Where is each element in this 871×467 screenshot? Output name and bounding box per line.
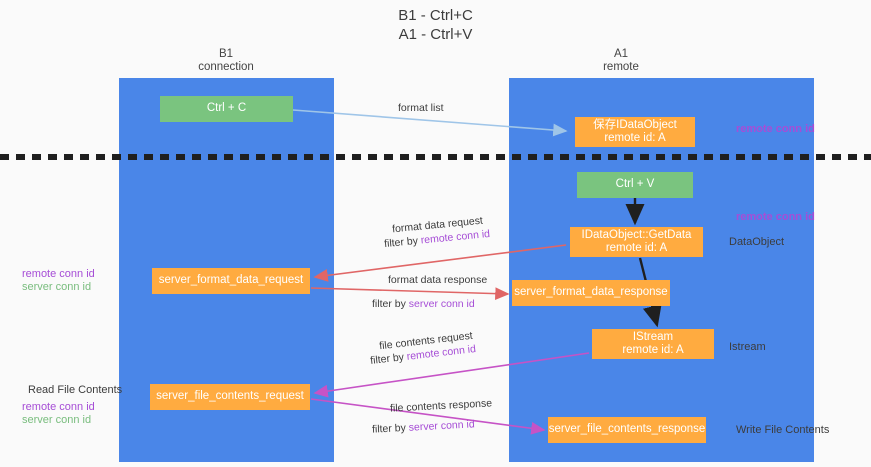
title-line-2: A1 - Ctrl+V	[398, 26, 473, 43]
connector-format-list	[292, 109, 568, 137]
filter-prefix: filter by	[372, 298, 409, 310]
connector-file-contents-response	[310, 398, 546, 435]
node-ctrl-c[interactable]: Ctrl + C	[160, 96, 293, 122]
node-save-idataobject-line1: 保存IDataObject	[593, 118, 677, 131]
annotation-dataobject: DataObject	[729, 236, 785, 248]
column-header-a1-name: A1	[613, 48, 629, 60]
node-server-file-contents-request-label: server_file_contents_request	[156, 390, 304, 403]
annotation-write-file-contents: Write File Contents	[736, 424, 830, 436]
node-server-file-contents-request[interactable]: server_file_contents_request	[150, 384, 310, 410]
filter-prefix: filter by	[383, 234, 422, 251]
diagram-title: B1 - Ctrl+C A1 - Ctrl+V	[0, 6, 871, 44]
title-line-1: B1 - Ctrl+C	[398, 7, 473, 24]
node-server-format-data-request[interactable]: server_format_data_request	[152, 268, 310, 294]
annotation-read-file-contents: Read File Contents	[28, 384, 123, 396]
connector-file-contents-request	[313, 352, 590, 398]
node-server-format-data-response-label: server_format_data_response	[514, 286, 668, 299]
node-idataobject-getdata-line2: remote id: A	[605, 242, 668, 254]
node-server-file-contents-response-label: server_file_contents_response	[548, 423, 706, 436]
node-ctrl-c-label: Ctrl + C	[206, 102, 247, 115]
node-server-format-data-response[interactable]: server_format_data_response	[512, 280, 670, 306]
edge-label-format-data-response: format data response	[388, 274, 488, 286]
node-istream-line1: IStream	[632, 330, 674, 343]
edge-label-format-list: format list	[398, 102, 444, 114]
node-idataobject-getdata-line1: IDataObject::GetData	[581, 228, 692, 241]
annotation-remote-conn-id-mid: remote conn id	[736, 211, 815, 223]
node-save-idataobject-line2: remote id: A	[604, 132, 666, 144]
node-ctrl-v[interactable]: Ctrl + V	[577, 172, 693, 198]
annotation-left-server-conn-id: server conn id	[22, 281, 92, 293]
connector-format-data-response	[310, 287, 510, 301]
column-header-a1-role: remote	[603, 61, 639, 73]
node-server-format-data-request-label: server_format_data_request	[158, 274, 304, 287]
node-istream-line2: remote id: A	[622, 344, 684, 356]
node-ctrl-v-label: Ctrl + V	[615, 178, 655, 191]
annotation-left-remote-conn-id: remote conn id	[22, 268, 95, 280]
annotation-left-server-conn-id-2: server conn id	[22, 414, 92, 426]
edge-label-format-data-response-filter: filter by server conn id	[372, 298, 475, 311]
connector-format-data-request	[313, 244, 567, 282]
annotation-left-conn-ids: remote conn id server conn id	[22, 268, 95, 294]
column-header-b1: B1 connection	[126, 48, 326, 74]
annotation-left-remote-conn-id-2: remote conn id	[22, 401, 95, 413]
annotation-istream: Istream	[729, 341, 766, 353]
annotation-remote-conn-id-top: remote conn id	[736, 123, 815, 135]
filter-key-server-conn-id: server conn id	[408, 298, 475, 310]
node-save-idataobject[interactable]: 保存IDataObject remote id: A	[575, 117, 695, 147]
node-idataobject-getdata[interactable]: IDataObject::GetData remote id: A	[570, 227, 703, 257]
phase-divider	[0, 154, 871, 160]
node-server-file-contents-response[interactable]: server_file_contents_response	[548, 417, 706, 443]
filter-key-server-conn-id: server conn id	[408, 418, 475, 434]
annotation-left-conn-ids-2: remote conn id server conn id	[22, 401, 95, 427]
column-header-b1-role: connection	[198, 61, 254, 73]
column-header-b1-name: B1	[218, 48, 234, 60]
filter-prefix: filter by	[371, 421, 410, 436]
node-istream[interactable]: IStream remote id: A	[592, 329, 714, 359]
column-header-a1: A1 remote	[521, 48, 721, 74]
